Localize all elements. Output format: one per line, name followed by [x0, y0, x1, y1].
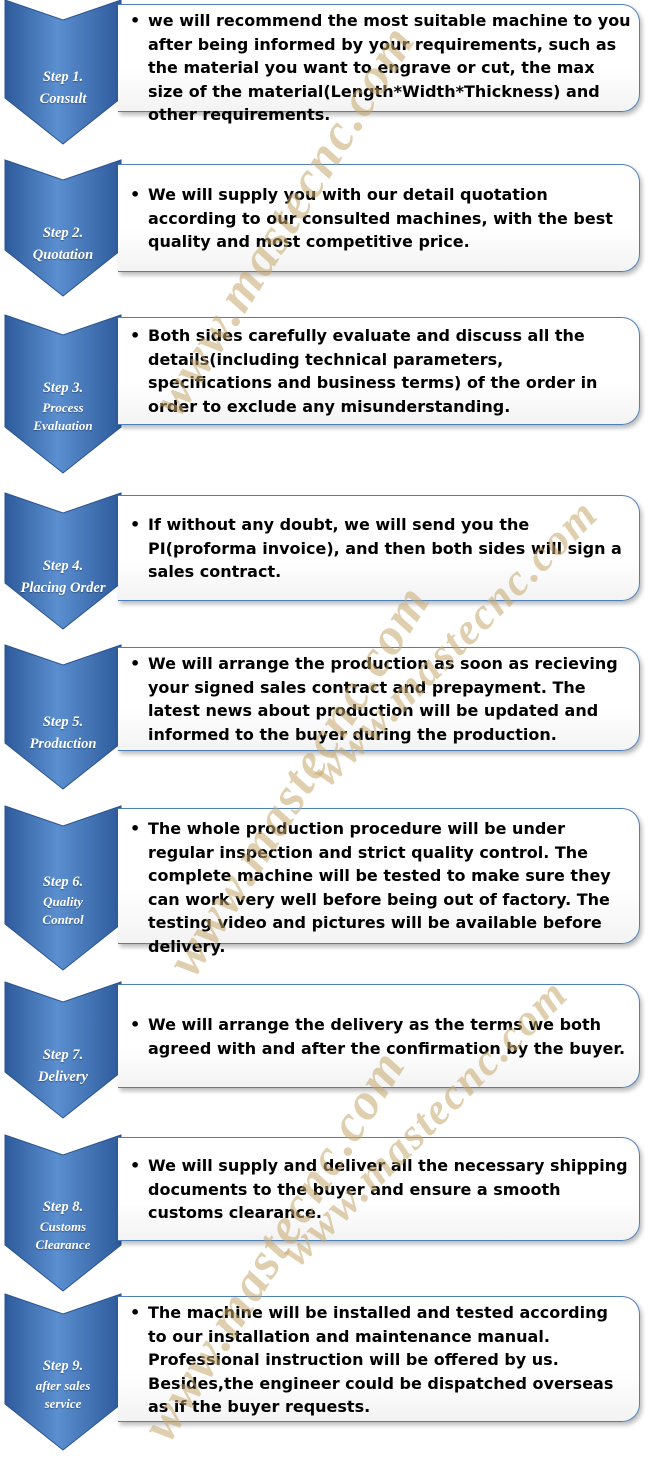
step-8-chevron-shape [4, 1134, 122, 1292]
step-3-label-line: Process [42, 400, 84, 415]
step-1-label-line: Consult [39, 91, 87, 107]
bullet-icon: • [130, 185, 141, 204]
step-7-card: • We will arrange the delivery as the ter… [118, 984, 640, 1088]
step-8-card: • We will supply and deliver all the nece… [118, 1137, 640, 1241]
step-4: • If without any doubt, we will send you … [0, 492, 650, 633]
step-9-card: • The machine will be installed and teste… [118, 1296, 640, 1422]
step-1-card: • we will recommend the most suitable mac… [118, 4, 640, 124]
step-3-description: Both sides carefully evaluate and discus… [148, 326, 598, 416]
step-4-description: If without any doubt, we will send you t… [148, 515, 622, 581]
step-7-label: Step 7. Delivery [5, 1044, 121, 1088]
step-7-description: We will arrange the delivery as the term… [148, 1015, 626, 1058]
step-1-label: Step 1. Consult [5, 66, 121, 110]
step-5-label-line: Production [29, 736, 97, 752]
step-1: • we will recommend the most suitable mac… [0, 0, 650, 148]
step-8: • We will supply and deliver all the nece… [0, 1134, 650, 1295]
bullet-icon: • [130, 1156, 141, 1175]
step-2-label-line: Step 2. [42, 225, 84, 241]
step-2-label-line: Quotation [32, 247, 94, 263]
step-5-label: Step 5. Production [5, 711, 121, 755]
step-9-label-line: after sales [35, 1378, 91, 1393]
step-3: • Both sides carefully evaluate and discu… [0, 314, 650, 477]
step-8-chevron [4, 1134, 122, 1292]
step-9-label-line: service [44, 1396, 82, 1411]
step-2: • We will supply you with our detail quot… [0, 159, 650, 300]
step-2-card: • We will supply you with our detail quot… [118, 164, 640, 272]
bullet-icon: • [130, 819, 141, 838]
step-9: • The machine will be installed and teste… [0, 1293, 650, 1454]
step-7-label-line: Delivery [38, 1069, 88, 1085]
step-9-label: Step 9. after sales service [5, 1355, 121, 1413]
step-8-label-line: Customs [39, 1219, 87, 1234]
step-4-label: Step 4. Placing Order [5, 555, 121, 599]
step-6-label-line: Quality [43, 894, 83, 909]
step-6-label-line: Control [42, 912, 84, 927]
bullet-icon: • [130, 654, 141, 673]
bullet-icon: • [130, 1303, 141, 1322]
step-5-label-line: Step 5. [42, 714, 84, 730]
step-5-card: • We will arrange the production as soon … [118, 647, 640, 751]
step-3-label-line: Evaluation [33, 418, 93, 433]
step-8-label-line: Clearance [35, 1237, 91, 1252]
step-4-label-line: Placing Order [20, 580, 106, 596]
step-7: • We will arrange the delivery as the ter… [0, 981, 650, 1122]
bullet-icon: • [130, 515, 141, 534]
step-5: • We will arrange the production as soon … [0, 644, 650, 793]
step-9-description: The machine will be installed and tested… [148, 1303, 614, 1416]
step-9-label-line: Step 9. [42, 1358, 84, 1374]
step-1-description: we will recommend the most suitable mach… [148, 11, 631, 124]
step-1-label-line: Step 1. [42, 69, 84, 85]
step-3-card: • Both sides carefully evaluate and discu… [118, 317, 640, 425]
step-3-chevron-shape [4, 314, 122, 474]
step-8-description: We will supply and deliver all the neces… [148, 1156, 628, 1222]
step-4-label-line: Step 4. [42, 558, 84, 574]
bullet-icon: • [130, 326, 141, 345]
bullet-icon: • [130, 1015, 141, 1034]
step-2-label: Step 2. Quotation [5, 222, 121, 266]
step-7-label-line: Step 7. [42, 1047, 84, 1063]
step-6-card: • The whole production procedure will be … [118, 808, 640, 956]
step-5-description: We will arrange the production as soon a… [148, 654, 618, 744]
step-6: • The whole production procedure will be … [0, 805, 650, 974]
step-6-description: The whole production procedure will be u… [148, 819, 611, 956]
step-6-label-line: Step 6. [42, 874, 84, 890]
step-3-label-line: Step 3. [42, 380, 84, 396]
bullet-icon: • [130, 11, 141, 30]
step-8-label-line: Step 8. [42, 1199, 84, 1215]
step-4-card: • If without any doubt, we will send you … [118, 495, 640, 601]
step-3-chevron [4, 314, 122, 474]
step-2-description: We will supply you with our detail quota… [148, 185, 613, 251]
